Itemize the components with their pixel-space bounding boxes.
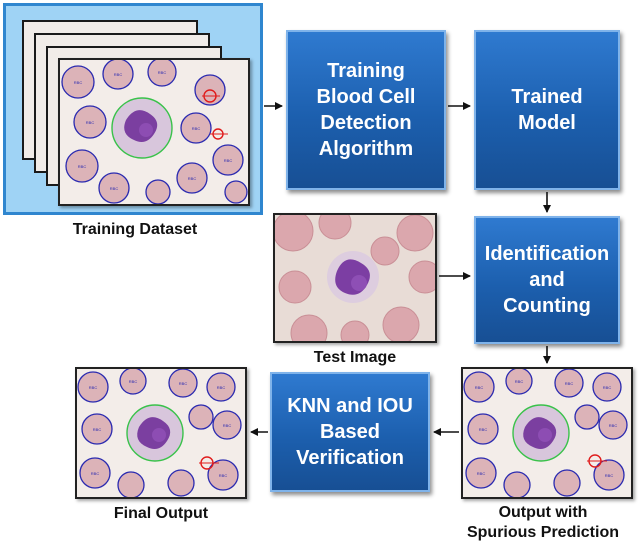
cell-label: RBC [192,126,201,131]
spurious-caption-line: Output with [498,504,588,521]
identification-box: Identification and Counting [474,216,620,344]
cell-label: RBC [565,381,574,386]
final-output-caption: Final Output [113,505,209,522]
cell-label: RBC [129,379,138,384]
spurious-output-drawing: RBC RBC RBC RBC RBC RBC RBC RBC [463,369,631,497]
training-sample-drawing: RBC RBC RBC RBC RBC RBC RBC RBC RBC [60,60,248,204]
cell-label: RBC [223,423,232,428]
cell-label: RBC [475,385,484,390]
cell-label: RBC [158,70,167,75]
verification-box: KNN and IOU Based Verification [270,372,430,492]
cell-label: RBC [78,164,87,169]
cell-label: RBC [89,385,98,390]
identification-line: Counting [503,295,591,317]
cell-label: RBC [479,427,488,432]
final-output-drawing: RBC RBC RBC RBC RBC RBC RBC RBC [77,369,245,497]
cell-label: RBC [477,471,486,476]
identification-line: and [529,269,565,291]
training-algorithm-line: Training [327,60,405,82]
test-image-caption: Test Image [313,349,397,366]
identification-line: Identification [484,243,610,265]
trained-model-line: Trained [511,86,583,108]
training-sample-image: RBC RBC RBC RBC RBC RBC RBC RBC RBC [58,58,250,206]
cell-label: RBC [114,72,123,77]
verification-line: Verification [296,447,404,469]
training-algorithm-line: Algorithm [318,138,414,160]
training-dataset-caption: Training Dataset [72,221,198,238]
training-algorithm-box: Training Blood Cell Detection Algorithm [286,30,446,190]
cell-label: RBC [86,120,95,125]
verification-line: Based [319,421,381,443]
cell-label: RBC [179,381,188,386]
cell-label: RBC [603,385,612,390]
cell-label: RBC [188,176,197,181]
cell-label: RBC [217,385,226,390]
test-image [273,213,437,343]
cell-label: RBC [110,186,119,191]
cell-label: RBC [609,423,618,428]
training-algorithm-line: Blood Cell [316,86,416,108]
cell-label: RBC [219,473,228,478]
verification-line: KNN and IOU [287,395,413,417]
trained-model-line: Model [518,112,576,134]
spurious-caption-line: Spurious Prediction [466,524,619,541]
spurious-output-caption: Output with Spurious Prediction [446,503,640,543]
trained-model-box: Trained Model [474,30,620,190]
cell-label: RBC [93,427,102,432]
training-algorithm-line: Detection [320,112,412,134]
cell-label: RBC [91,471,100,476]
cell-label: RBC [224,158,233,163]
spurious-output-image: RBC RBC RBC RBC RBC RBC RBC RBC [461,367,633,499]
cell-label: RBC [74,80,83,85]
cell-label: RBC [515,379,524,384]
test-image-drawing [275,215,435,341]
cell-label: RBC [605,473,614,478]
final-output-image: RBC RBC RBC RBC RBC RBC RBC RBC [75,367,247,499]
